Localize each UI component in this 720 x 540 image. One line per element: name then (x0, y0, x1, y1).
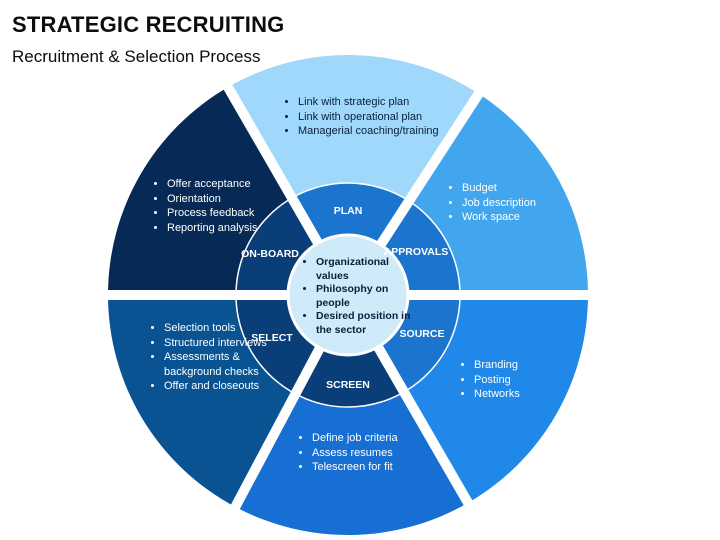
onboard-bullet: Process feedback (167, 206, 287, 221)
approvals-label: APPROVALS (384, 246, 449, 258)
approvals-bullet: Job description (462, 196, 582, 211)
source-label: SOURCE (400, 328, 445, 340)
select-bullet: Selection tools (164, 321, 274, 336)
onboard-label: ON-BOARD (241, 248, 299, 260)
screen-bullet: Telescreen for fit (312, 460, 442, 475)
source-bullet: Branding (474, 358, 584, 373)
source-bullet: Posting (474, 373, 584, 388)
onboard-bullet: Offer acceptance (167, 177, 287, 192)
approvals-bullet: Work space (462, 210, 582, 225)
plan-bullets: Link with strategic plan Link with opera… (284, 95, 448, 139)
select-bullet: Offer and closeouts (164, 379, 274, 394)
page-title: STRATEGIC RECRUITING (12, 12, 285, 37)
approvals-bullet: Budget (462, 181, 582, 196)
source-bullets: Branding Posting Networks (460, 358, 584, 402)
onboard-bullet: Orientation (167, 192, 287, 207)
ring-outline (235, 182, 461, 408)
page-subtitle: Recruitment & Selection Process (12, 47, 261, 66)
center-bullet: Philosophy on people (316, 283, 412, 310)
select-bullets: Selection tools Structured interviews As… (150, 321, 274, 394)
screen-bullet: Define job criteria (312, 431, 442, 446)
onboard-bullets: Offer acceptance Orientation Process fee… (153, 177, 287, 235)
select-bullet: Assessments & background checks (164, 350, 274, 379)
center-bullet: Organizational values (316, 256, 412, 283)
select-bullet: Structured interviews (164, 336, 274, 351)
center-bullets: Organizational values Philosophy on peop… (302, 256, 412, 337)
screen-bullet: Assess resumes (312, 446, 442, 461)
screen-label: SCREEN (326, 379, 370, 391)
screen-bullets: Define job criteria Assess resumes Teles… (298, 431, 442, 475)
plan-bullet: Managerial coaching/training (298, 124, 448, 139)
center-circle (286, 233, 410, 357)
center-bullet: Desired position in the sector (316, 310, 412, 337)
plan-bullet: Link with strategic plan (298, 95, 448, 110)
onboard-bullet: Reporting analysis (167, 221, 287, 236)
plan-label: PLAN (334, 205, 363, 217)
approvals-bullets: Budget Job description Work space (448, 181, 582, 225)
select-label: SELECT (251, 332, 293, 344)
plan-segment (228, 54, 479, 295)
source-bullet: Networks (474, 387, 584, 402)
plan-bullet: Link with operational plan (298, 110, 448, 125)
screen-segment (235, 295, 468, 536)
